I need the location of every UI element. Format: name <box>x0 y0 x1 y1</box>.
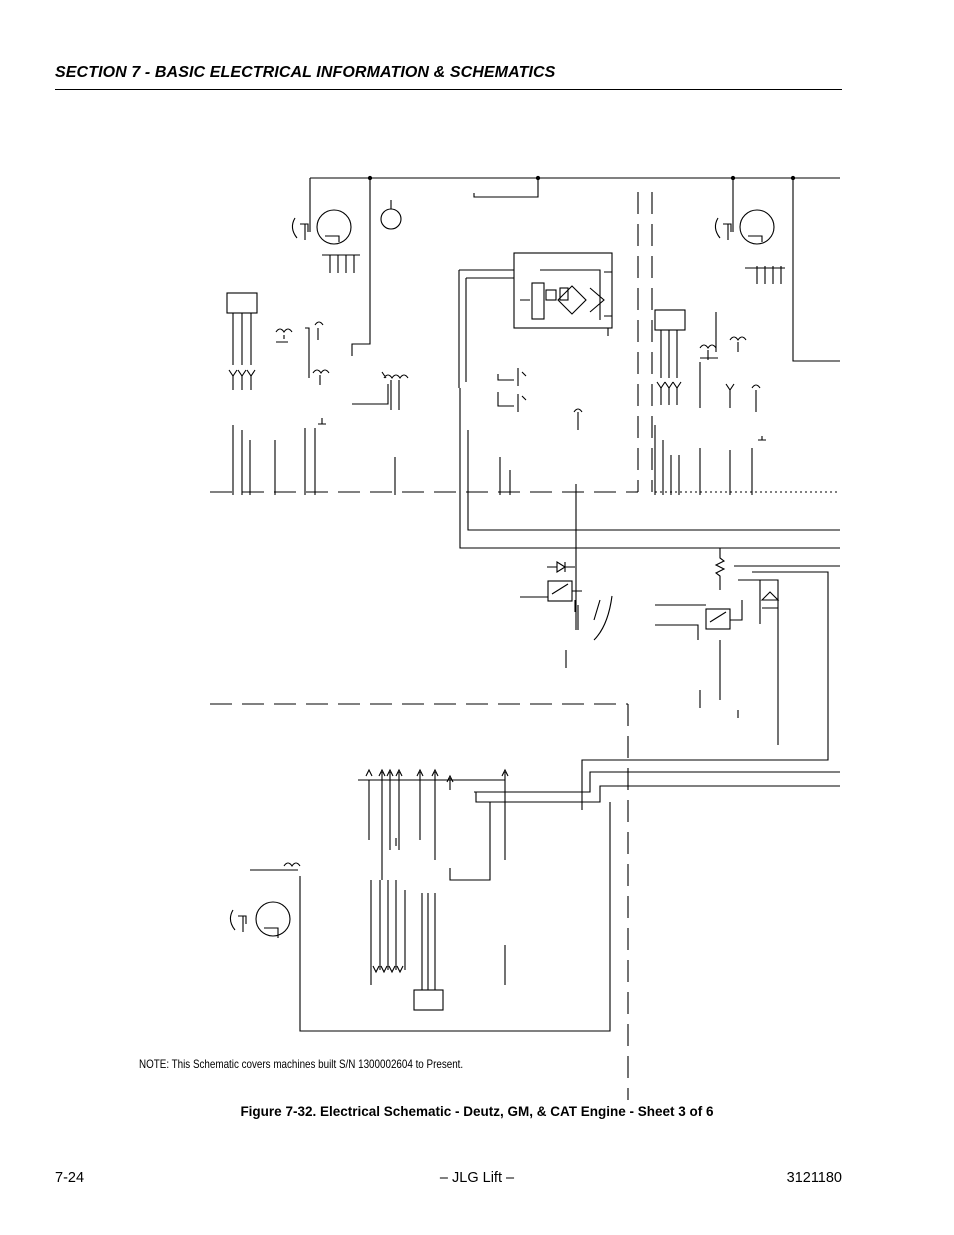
motor-left-top <box>291 209 360 273</box>
figure-caption: Figure 7-32. Electrical Schematic - Deut… <box>240 1104 714 1119</box>
schematic-note: NOTE: This Schematic covers machines bui… <box>139 1057 464 1071</box>
connector-left-top <box>226 292 258 390</box>
bottom-vertical-wires <box>370 838 506 990</box>
motor-bottom-left <box>229 802 611 1032</box>
connector-right-top <box>654 309 686 405</box>
footer-center-text: – JLG Lift – <box>439 1170 515 1186</box>
switch-symbols-mid <box>497 368 583 430</box>
control-module-box <box>458 252 613 388</box>
section-title: SECTION 7 - BASIC ELECTRICAL INFORMATION… <box>55 64 556 81</box>
bottom-connector-arrows <box>358 768 840 881</box>
page-number: 7-24 <box>55 1170 85 1186</box>
relay-left <box>520 561 613 668</box>
relay-right <box>581 548 840 810</box>
document-number: 3121180 <box>786 1170 842 1186</box>
switch-symbols-right <box>699 312 766 441</box>
sensor-top-small <box>380 200 402 230</box>
top-bus-wires <box>309 175 840 362</box>
switch-symbols-left <box>275 321 409 425</box>
vertical-wires-mid-section <box>232 388 840 630</box>
dashed-divider-lines <box>210 192 653 1100</box>
header-rule <box>55 89 842 90</box>
connector-bottom-box <box>413 989 444 1011</box>
motor-right-top <box>714 209 785 284</box>
